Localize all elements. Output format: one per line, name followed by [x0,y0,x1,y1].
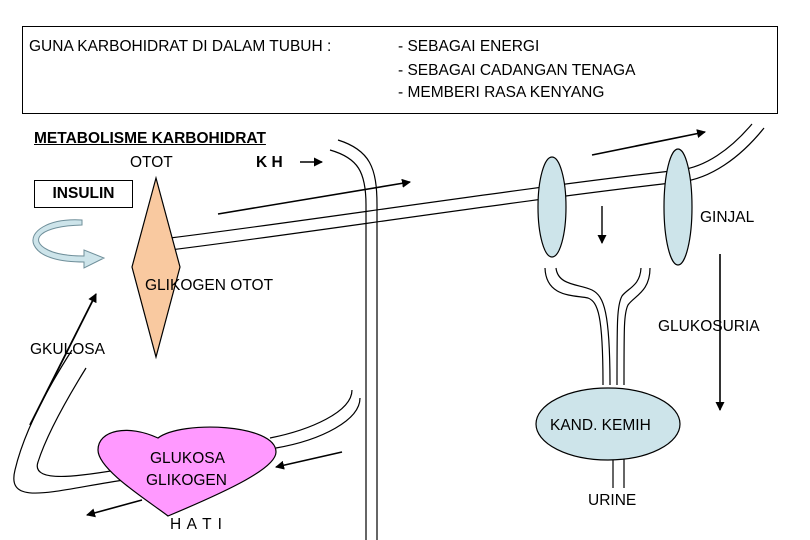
header-box [22,26,778,114]
header-use-energy: - SEBAGAI ENERGI [398,38,540,55]
ureter-left-outer [544,267,604,386]
arrow-to-liver [275,451,343,470]
label-liver-glukosa: GLUKOSA [150,450,225,467]
vessel-loop-inner [36,367,141,477]
label-gkulosa: GKULOSA [30,341,105,358]
vessel-upper-bottom [169,127,765,251]
vessel-vertical-left [329,149,367,540]
header-lead: GUNA KARBOHIDRAT DI DALAM TUBUH : [29,38,336,55]
insulin-box: INSULIN [34,180,133,208]
ureter-right-inner [623,267,651,386]
muscle-diamond [131,175,181,360]
arrow-to-kidney [217,178,411,215]
header-use-satiety: - MEMBERI RASA KENYANG [398,84,605,101]
liver-heart [97,426,277,517]
label-ginjal: GINJAL [700,209,755,226]
kidney-left [537,156,567,258]
arrow-to-upper-right [591,129,706,156]
ureter-right-outer [616,267,642,386]
label-liver-glikogen: GLIKOGEN [146,472,227,489]
label-glukosuria: GLUKOSURIA [658,318,760,335]
label-kh: K H [256,154,283,171]
kidney-right [663,148,693,266]
label-kand-kemih: KAND. KEMIH [550,417,651,434]
arrow-gkulosa-up [29,293,97,426]
label-otot: OTOT [130,154,173,171]
label-hati: H A T I [170,516,223,533]
diagram-title: METABOLISME KARBOHIDRAT [34,130,266,147]
label-urine: URINE [588,492,637,509]
insulin-curved-arrow [32,219,106,269]
header-use-reserve: - SEBAGAI CADANGAN TENAGA [398,62,636,79]
bladder [535,387,681,461]
label-glikogen-otot: GLIKOGEN OTOT [145,277,274,294]
ureter-left-inner [555,267,611,386]
vessel-vertical-right [337,139,378,540]
label-insulin: INSULIN [52,185,115,202]
vessel-hepatic-top [269,389,353,439]
vessel-hepatic-bottom [275,397,361,449]
arrow-from-liver [86,499,143,518]
